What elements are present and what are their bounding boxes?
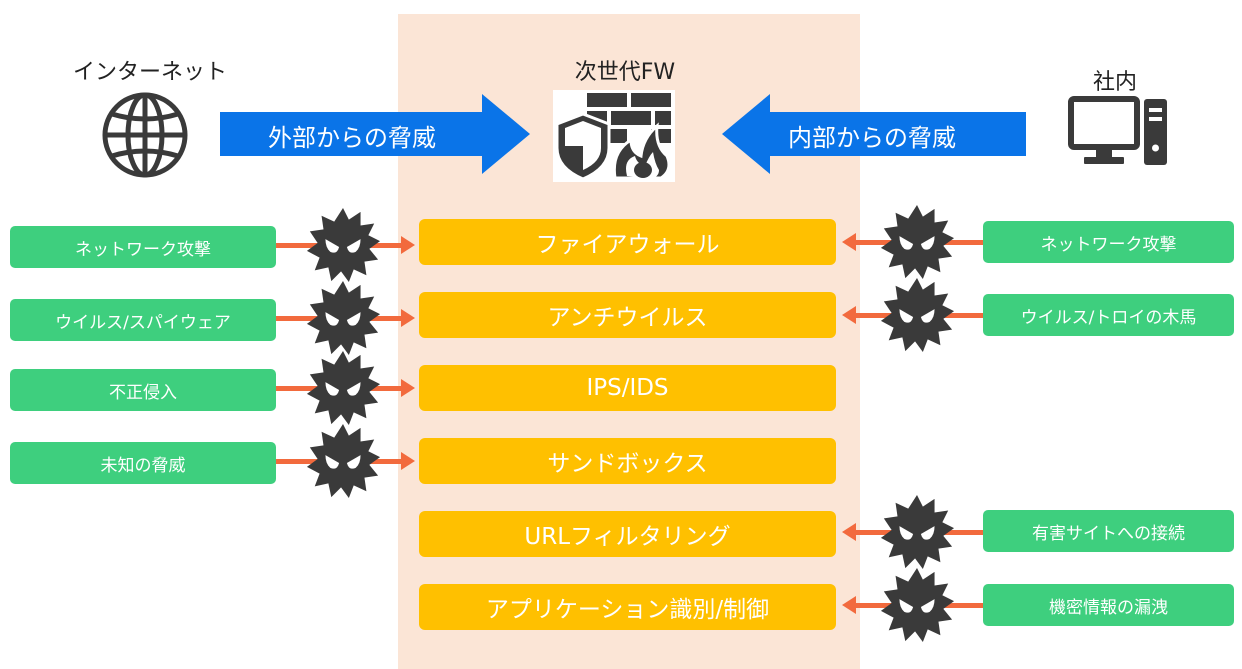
feature-sandbox: サンドボックス — [419, 438, 836, 484]
virus-icon — [306, 350, 381, 426]
internal-threat-data-leak: 機密情報の漏洩 — [983, 584, 1234, 626]
internal-threat-network-attack: ネットワーク攻撃 — [983, 221, 1234, 263]
connector-arrowhead — [842, 233, 856, 251]
connector-arrowhead — [401, 452, 415, 470]
connector-arrowhead — [401, 309, 415, 327]
virus-icon — [880, 567, 955, 643]
external-threat-virus-spyware: ウイルス/スパイウェア — [10, 299, 276, 341]
connector-arrowhead — [842, 596, 856, 614]
feature-app-control: アプリケーション識別/制御 — [419, 584, 836, 630]
internet-label: インターネット — [72, 60, 227, 85]
virus-icon — [880, 494, 955, 570]
external-threat-label: 外部からの脅威 — [268, 124, 436, 152]
virus-icon — [306, 207, 381, 283]
feature-firewall: ファイアウォール — [419, 219, 836, 265]
external-threat-unknown: 未知の脅威 — [10, 442, 276, 484]
connector-arrowhead — [842, 306, 856, 324]
feature-antivirus: アンチウイルス — [419, 292, 836, 338]
connector-arrowhead — [842, 523, 856, 541]
globe-icon — [102, 92, 188, 178]
internal-threat-label: 内部からの脅威 — [788, 124, 956, 152]
virus-icon — [880, 204, 955, 280]
internal-threat-arrow: 内部からの脅威 — [722, 94, 1026, 174]
firewall-icon — [553, 90, 675, 182]
connector-arrowhead — [401, 236, 415, 254]
internal-threat-harmful-site: 有害サイトへの接続 — [983, 510, 1234, 552]
virus-icon — [306, 280, 381, 356]
feature-url-filtering: URLフィルタリング — [419, 511, 836, 557]
virus-icon — [306, 423, 381, 499]
internal-threat-virus-trojan: ウイルス/トロイの木馬 — [983, 294, 1234, 336]
company-label: 社内 — [1092, 70, 1137, 95]
external-threat-network-attack: ネットワーク攻撃 — [10, 226, 276, 268]
connector-arrowhead — [401, 379, 415, 397]
ngfw-label: 次世代FW — [574, 60, 676, 85]
external-threat-arrow: 外部からの脅威 — [220, 94, 530, 174]
external-threat-intrusion: 不正侵入 — [10, 369, 276, 411]
virus-icon — [880, 277, 955, 353]
feature-ips-ids: IPS/IDS — [419, 365, 836, 411]
computer-icon — [1068, 96, 1167, 165]
